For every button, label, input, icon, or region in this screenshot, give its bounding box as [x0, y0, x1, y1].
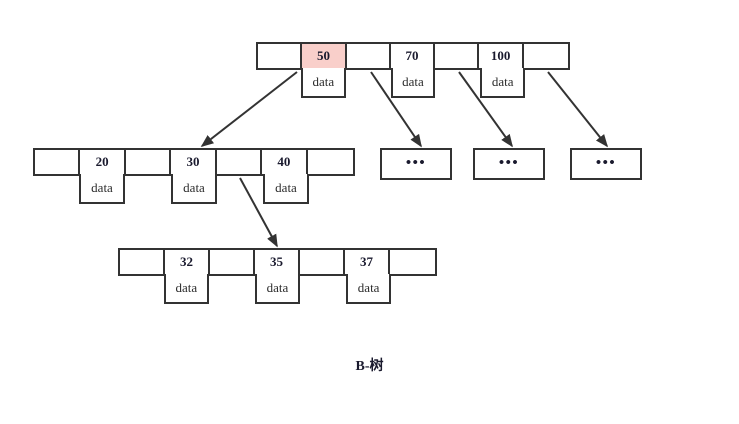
ellipsis-node-1[interactable]: ••• — [380, 148, 452, 180]
root-node-pointer-4[interactable] — [435, 44, 480, 68]
internal-node-20-30-40-data-30: data — [171, 174, 217, 204]
edge-root-to-20-30-40 — [200, 71, 298, 147]
leaf-node-32-35-37-pointer-0[interactable] — [120, 250, 165, 274]
internal-node-20-30-40-pointer-0[interactable] — [35, 150, 81, 174]
leaf-node-32-35-37-key-row: 32 35 37 — [118, 248, 437, 276]
internal-node-20-30-40-pointer-6[interactable] — [308, 150, 353, 174]
internal-node-20-30-40-key-30[interactable]: 30 — [171, 150, 217, 174]
internal-node-20-30-40-key-20[interactable]: 20 — [80, 150, 126, 174]
ellipsis-node-2[interactable]: ••• — [473, 148, 545, 180]
leaf-node-32-35-37-data-32: data — [163, 274, 210, 304]
internal-node-20-30-40-pointer-4[interactable] — [217, 150, 263, 174]
root-node-data-50: data — [300, 68, 346, 98]
ellipsis-node-1-label: ••• — [405, 154, 427, 171]
internal-node-20-30-40-data-40: data — [263, 174, 309, 204]
leaf-node-32-35-37-key-37[interactable]: 37 — [345, 250, 390, 274]
leaf-node-32-35-37-data-35: data — [254, 274, 301, 304]
leaf-node-32-35-37-data-37: data — [345, 274, 392, 304]
root-node-pointer-6[interactable] — [524, 44, 568, 68]
root-node-key-50[interactable]: 50 — [302, 44, 347, 68]
root-node-key-row: 50 70 100 — [256, 42, 570, 70]
internal-node-20-30-40-key-40[interactable]: 40 — [262, 150, 308, 174]
leaf-node-32-35-37-key-32[interactable]: 32 — [165, 250, 210, 274]
ellipsis-node-2-label: ••• — [498, 154, 520, 171]
root-node-key-70[interactable]: 70 — [391, 44, 436, 68]
root-node-data-100: data — [480, 68, 526, 98]
root-node-pointer-2[interactable] — [347, 44, 391, 68]
diagram-caption: B-树 — [355, 359, 384, 374]
ellipsis-node-3[interactable]: ••• — [570, 148, 642, 180]
root-node-data-70: data — [390, 68, 436, 98]
internal-node-20-30-40-key-row: 20 30 40 — [33, 148, 355, 176]
root-node-pointer-0[interactable] — [258, 44, 303, 68]
internal-node-20-30-40-data-20: data — [79, 174, 125, 204]
ellipsis-node-3-label: ••• — [595, 154, 617, 171]
internal-node-20-30-40-pointer-2[interactable] — [126, 150, 172, 174]
edge-root-to-ellipsis-3 — [547, 71, 608, 148]
leaf-node-32-35-37-pointer-2[interactable] — [210, 250, 255, 274]
root-node-key-100[interactable]: 100 — [479, 44, 524, 68]
leaf-node-32-35-37-pointer-6[interactable] — [390, 250, 435, 274]
leaf-node-32-35-37-key-35[interactable]: 35 — [255, 250, 300, 274]
leaf-node-32-35-37-pointer-4[interactable] — [300, 250, 345, 274]
